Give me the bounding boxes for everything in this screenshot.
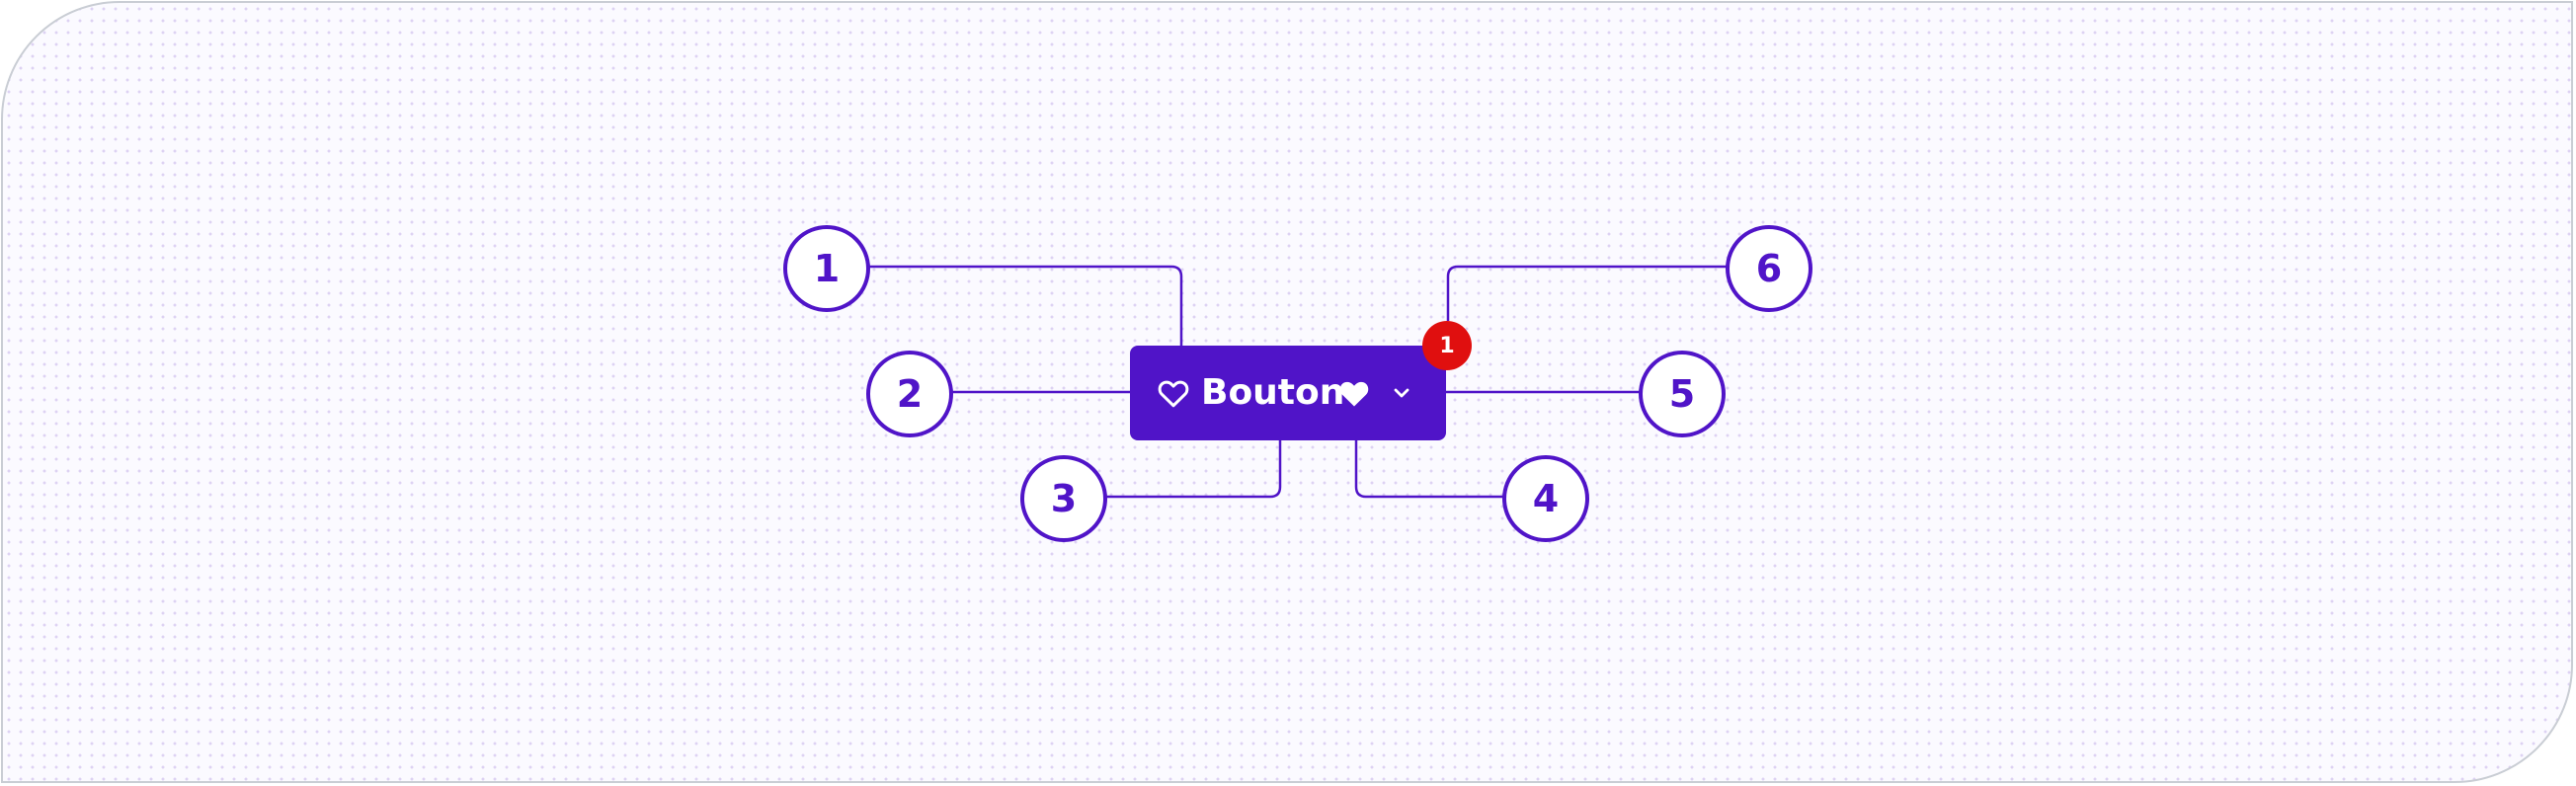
callout-number: 6 [1755, 247, 1783, 290]
callout-number: 2 [896, 372, 924, 416]
button-label: Bouton [1201, 372, 1345, 413]
heart-outline-icon [1156, 375, 1191, 411]
callout-number: 3 [1050, 477, 1078, 520]
chevron-down-icon[interactable] [1389, 381, 1414, 405]
callout-number: 1 [813, 247, 841, 290]
callout-6: 6 [1726, 225, 1812, 312]
connector-4 [1354, 421, 1504, 499]
connector-3 [1105, 421, 1282, 499]
callout-number: 4 [1532, 477, 1560, 520]
callout-1: 1 [783, 225, 870, 312]
connector-6 [1446, 265, 1727, 321]
connector-1 [868, 265, 1183, 346]
notification-badge: 1 [1422, 321, 1472, 370]
callout-number: 5 [1668, 372, 1696, 416]
heart-filled-icon [1335, 375, 1373, 411]
callout-2: 2 [866, 351, 953, 437]
primary-button[interactable]: Bouton [1130, 346, 1446, 440]
callout-4: 4 [1502, 455, 1589, 542]
callout-3: 3 [1020, 455, 1107, 542]
callout-5: 5 [1639, 351, 1726, 437]
